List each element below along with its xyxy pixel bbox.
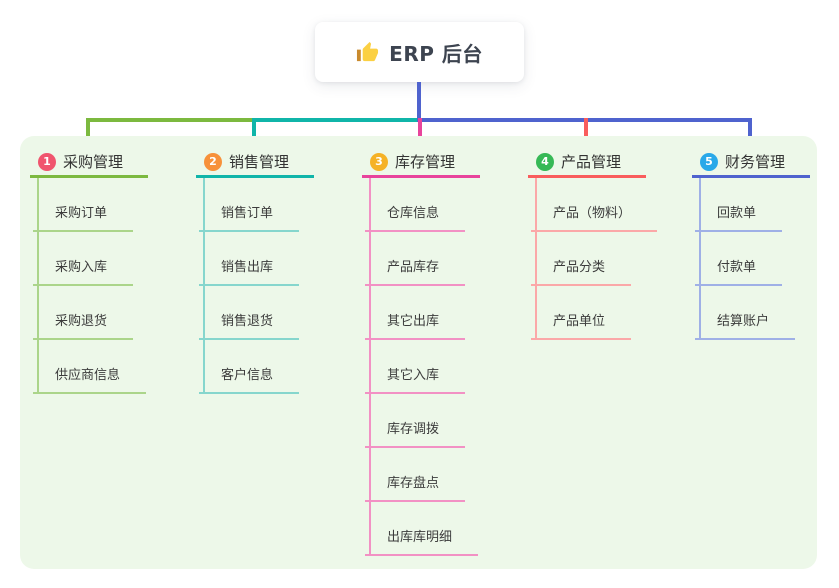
child-node[interactable]: 销售订单 xyxy=(199,202,300,232)
branch-children: 回款单付款单结算账户 xyxy=(692,178,818,340)
children-connector-line xyxy=(369,178,371,556)
branch-children: 仓库信息产品库存其它出库其它入库库存调拨库存盘点出库库明细 xyxy=(362,178,488,556)
child-node[interactable]: 其它出库 xyxy=(365,310,466,340)
child-row: 库存盘点 xyxy=(362,448,488,502)
child-row: 其它出库 xyxy=(362,286,488,340)
child-row: 付款单 xyxy=(692,232,818,286)
connector-bus-segment xyxy=(86,118,255,122)
child-node[interactable]: 结算账户 xyxy=(695,310,796,340)
branch-3: 3 库存管理仓库信息产品库存其它出库其它入库库存调拨库存盘点出库库明细 xyxy=(362,148,488,556)
branch-4: 4 产品管理产品（物料） 产品分类产品单位 xyxy=(528,148,658,340)
child-node[interactable]: 销售出库 xyxy=(199,256,300,286)
branch-connector-drop xyxy=(252,118,256,147)
child-row: 仓库信息 xyxy=(362,178,488,232)
child-node[interactable]: 采购入库 xyxy=(33,256,134,286)
branch-node[interactable]: 2 销售管理 xyxy=(196,148,314,178)
child-node[interactable]: 产品单位 xyxy=(531,310,632,340)
child-node[interactable]: 库存盘点 xyxy=(365,472,466,502)
child-row: 采购入库 xyxy=(30,232,156,286)
child-node[interactable]: 产品库存 xyxy=(365,256,466,286)
children-connector-line xyxy=(535,178,537,340)
child-row: 产品库存 xyxy=(362,232,488,286)
child-node[interactable]: 仓库信息 xyxy=(365,202,466,232)
child-node[interactable]: 其它入库 xyxy=(365,364,466,394)
child-node[interactable]: 销售退货 xyxy=(199,310,300,340)
branch-number-badge: 1 xyxy=(38,152,56,171)
child-row: 供应商信息 xyxy=(30,340,156,394)
root-label: ERP 后台 xyxy=(389,41,483,66)
child-row: 产品分类 xyxy=(528,232,654,286)
branch-number-badge: 2 xyxy=(204,152,222,171)
thumbs-up-icon xyxy=(356,41,379,64)
branch-connector-drop xyxy=(748,118,752,147)
branch-children: 产品（物料） 产品分类产品单位 xyxy=(528,178,658,340)
connector-bus-segment xyxy=(253,118,419,122)
branch-number-badge: 3 xyxy=(370,152,388,171)
root-node[interactable]: ERP 后台 xyxy=(315,22,524,82)
branch-connector-drop xyxy=(86,118,90,147)
branch-node[interactable]: 3 库存管理 xyxy=(362,148,480,178)
child-row: 结算账户 xyxy=(692,286,818,340)
child-node[interactable]: 回款单 xyxy=(695,202,783,232)
child-node[interactable]: 采购订单 xyxy=(33,202,134,232)
child-row: 销售出库 xyxy=(196,232,322,286)
branch-label: 产品管理 xyxy=(561,153,622,171)
branch-label: 库存管理 xyxy=(395,153,456,171)
child-node[interactable]: 采购退货 xyxy=(33,310,134,340)
child-node[interactable]: 产品（物料） xyxy=(531,202,658,232)
branch-label: 销售管理 xyxy=(229,153,290,171)
child-row: 出库库明细 xyxy=(362,502,488,556)
child-row: 产品单位 xyxy=(528,286,654,340)
branch-number-badge: 5 xyxy=(700,152,718,171)
branch-node[interactable]: 1 采购管理 xyxy=(30,148,148,178)
branch-connector-drop xyxy=(418,118,422,147)
branch-connector-drop xyxy=(584,118,588,147)
child-node[interactable]: 产品分类 xyxy=(531,256,632,286)
children-connector-line xyxy=(699,178,701,340)
children-connector-line xyxy=(37,178,39,394)
child-row: 产品（物料） xyxy=(528,178,658,232)
child-row: 采购退货 xyxy=(30,286,156,340)
child-node[interactable]: 客户信息 xyxy=(199,364,300,394)
child-node[interactable]: 付款单 xyxy=(695,256,783,286)
child-row: 销售订单 xyxy=(196,178,322,232)
child-node[interactable]: 出库库明细 xyxy=(365,526,479,556)
branch-2: 2 销售管理销售订单销售出库销售退货客户信息 xyxy=(196,148,322,394)
child-row: 采购订单 xyxy=(30,178,156,232)
branch-children: 销售订单销售出库销售退货客户信息 xyxy=(196,178,322,394)
branch-number-badge: 4 xyxy=(536,152,554,171)
branch-label: 财务管理 xyxy=(725,153,786,171)
child-node[interactable]: 供应商信息 xyxy=(33,364,147,394)
child-row: 客户信息 xyxy=(196,340,322,394)
branch-1: 1 采购管理采购订单采购入库采购退货供应商信息 xyxy=(30,148,156,394)
child-row: 其它入库 xyxy=(362,340,488,394)
root-connector-drop xyxy=(417,82,421,119)
branches-panel xyxy=(20,136,817,569)
child-row: 库存调拨 xyxy=(362,394,488,448)
child-row: 回款单 xyxy=(692,178,818,232)
child-node[interactable]: 库存调拨 xyxy=(365,418,466,448)
branch-label: 采购管理 xyxy=(63,153,124,171)
branch-5: 5 财务管理回款单付款单结算账户 xyxy=(692,148,818,340)
branch-node[interactable]: 4 产品管理 xyxy=(528,148,646,178)
branch-node[interactable]: 5 财务管理 xyxy=(692,148,810,178)
child-row: 销售退货 xyxy=(196,286,322,340)
branch-children: 采购订单采购入库采购退货供应商信息 xyxy=(30,178,156,394)
children-connector-line xyxy=(203,178,205,394)
